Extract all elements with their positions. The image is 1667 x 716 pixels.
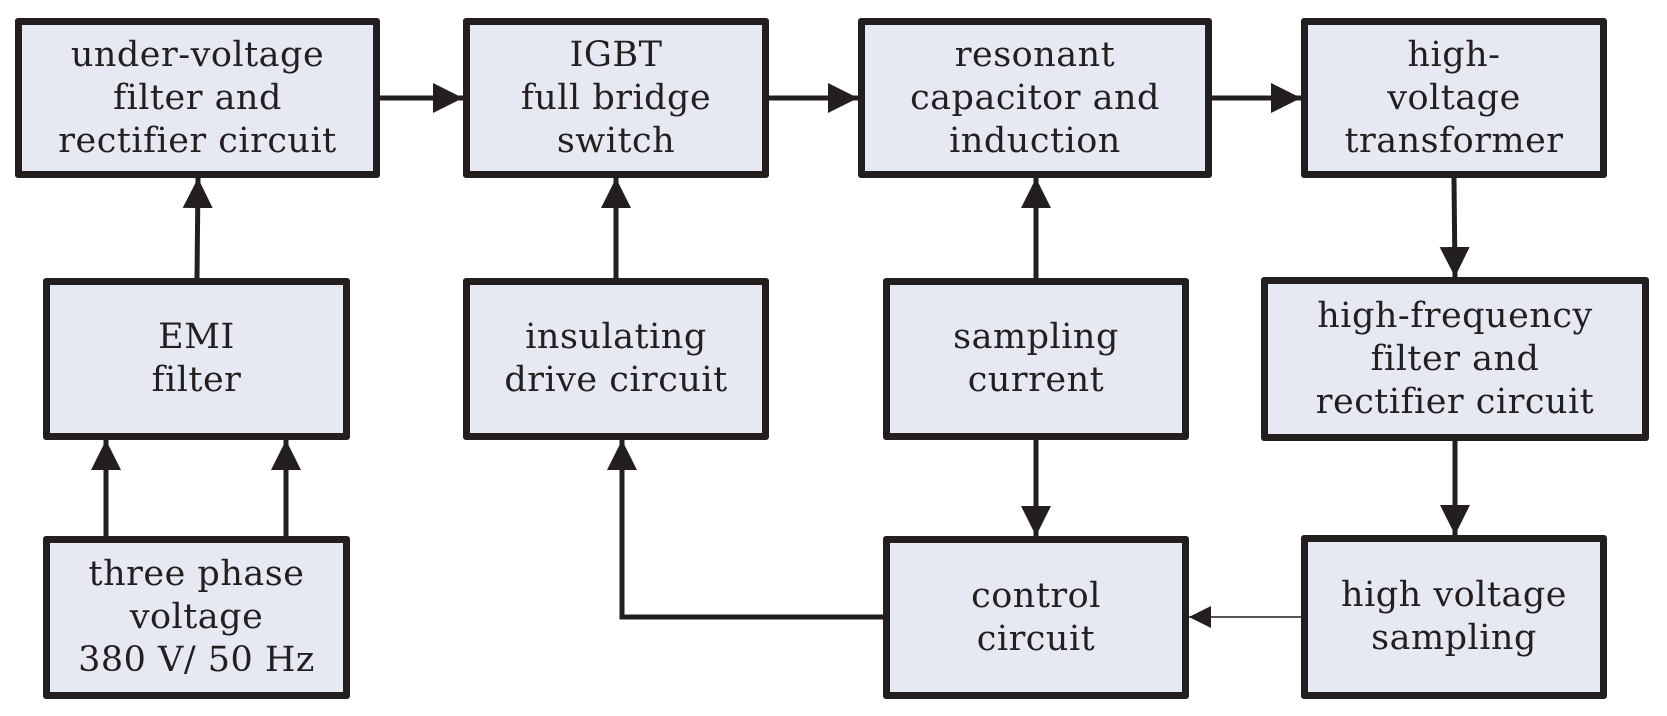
block-label: high voltage sampling	[1341, 575, 1567, 658]
high-voltage-sampling-block: high voltage sampling	[1301, 535, 1607, 699]
block-label: control circuit	[971, 575, 1101, 659]
resonant-capacitor-induction-block: resonant capacitor and induction	[858, 18, 1212, 178]
block-label: high- voltage transformer	[1344, 34, 1564, 161]
block-label: resonant capacitor and induction	[910, 34, 1160, 161]
arrow-emi-to-undervoltage	[182, 177, 213, 279]
high-frequency-filter-block: high-frequency filter and rectifier circ…	[1261, 277, 1649, 441]
block-label: EMI filter	[151, 317, 242, 400]
block-label: high-frequency filter and rectifier circ…	[1315, 295, 1595, 422]
block-label: three phase voltage 380 V/ 50 Hz	[78, 554, 315, 680]
arrow-transformer-to-hffilter	[1439, 177, 1470, 278]
under-voltage-filter-block: under-voltage filter and rectifier circu…	[15, 18, 380, 178]
control-circuit-block: control circuit	[883, 536, 1189, 699]
arrow-control-to-drive	[607, 440, 883, 620]
igbt-full-bridge-switch-block: IGBT full bridge switch	[463, 18, 769, 178]
three-phase-voltage-block: three phase voltage 380 V/ 50 Hz	[43, 536, 350, 699]
block-label: sampling current	[953, 317, 1119, 400]
block-label: insulating drive circuit	[504, 317, 728, 400]
block-label: IGBT full bridge switch	[520, 34, 712, 161]
insulating-drive-circuit-block: insulating drive circuit	[463, 278, 769, 440]
sampling-current-block: sampling current	[883, 278, 1189, 440]
high-voltage-transformer-block: high- voltage transformer	[1301, 18, 1607, 178]
emi-filter-block: EMI filter	[43, 278, 350, 440]
block-label: under-voltage filter and rectifier circu…	[58, 34, 337, 161]
